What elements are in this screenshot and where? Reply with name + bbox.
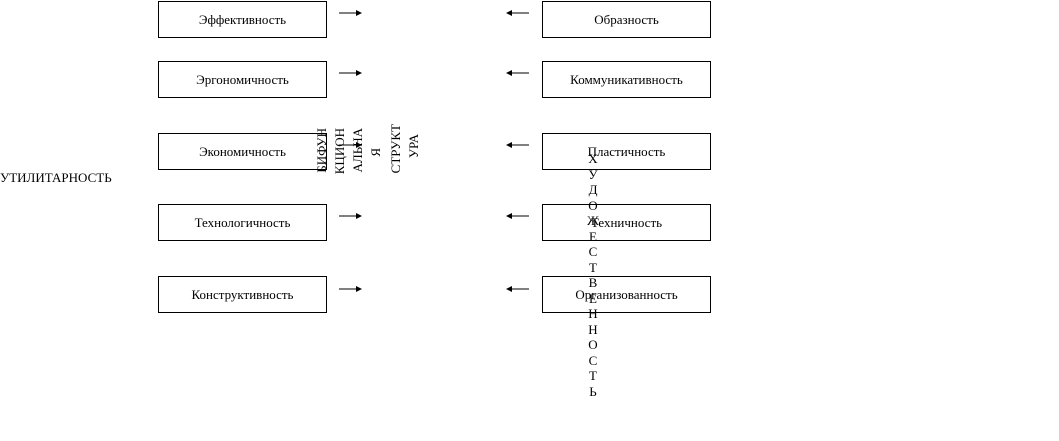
utilitarianism-label: УТИЛИТАРНОСТЬ — [0, 170, 112, 185]
artistry-letter: Н — [588, 321, 598, 337]
box-technicality: Техничность — [542, 204, 711, 241]
box-plasticity: Пластичность — [542, 133, 711, 170]
artistry-letter: С — [588, 352, 598, 368]
artistry-letter: Т — [589, 259, 597, 275]
artistry-letter: Ь — [589, 383, 597, 399]
box-constructiveness: Конструктивность — [158, 276, 327, 313]
artistry-letter: У — [588, 166, 598, 182]
artistry-letter: Е — [589, 228, 597, 244]
artistry-letter: Н — [588, 306, 598, 321]
artistry-letter: О — [588, 337, 598, 352]
artistry-letter: Ж — [587, 213, 599, 228]
box-imagery: Образность — [542, 1, 711, 38]
box-communicativeness: Коммуникативность — [542, 61, 711, 98]
box-ergonomics: Эргономичность — [158, 61, 327, 98]
artistry-letter: Д — [588, 182, 598, 197]
center-text-line-1: БИФУН — [314, 128, 329, 173]
artistry-letter: В — [588, 275, 598, 290]
artistry-letter: Х — [588, 151, 598, 166]
artistry-letter: Е — [589, 290, 597, 306]
box-effectiveness: Эффективность — [158, 1, 327, 38]
center-text-line-6: УРА — [406, 134, 421, 159]
center-text-line-5: СТРУКТ — [388, 124, 403, 174]
artistry-letter: Т — [589, 368, 597, 383]
center-text-line-2: КЦИОН — [332, 128, 347, 175]
box-organization: Организованность — [542, 276, 711, 313]
artistry-letter: О — [588, 197, 598, 213]
box-economy: Экономичность — [158, 133, 327, 170]
center-text-line-3: АЛЬНА — [350, 128, 365, 173]
box-technology: Технологичность — [158, 204, 327, 241]
artistry-letter: С — [588, 244, 598, 259]
center-text-line-4: Я — [368, 148, 383, 157]
